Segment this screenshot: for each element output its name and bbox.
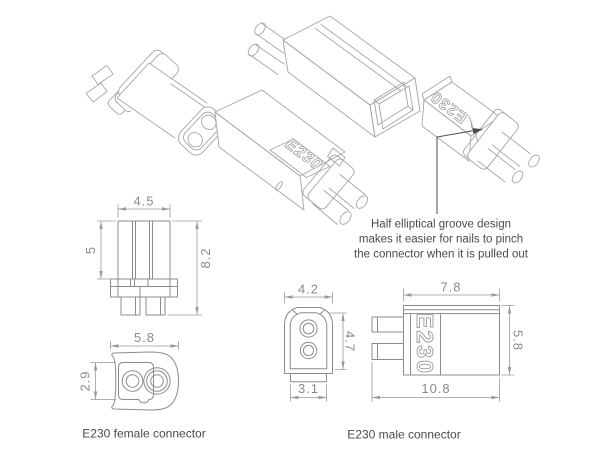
iso-male-flange-front: [307, 158, 355, 210]
male-connector-caption: E230 male connector: [347, 428, 460, 442]
female-front-socket-rim: [143, 367, 171, 395]
male-front-width-dim: 4.2: [298, 282, 319, 297]
iso-housing-pins: [247, 22, 291, 75]
female-front-inner-wall: [118, 362, 154, 404]
male-side-pins: [371, 316, 404, 360]
female-socket-right-outer: [146, 370, 168, 392]
male-side-body: [403, 305, 500, 376]
female-front-dimensions: 5.8 2.9: [78, 330, 179, 400]
male-front-dimensions: 4.2 4.7 3.1: [284, 282, 358, 402]
annotation-leader-line: [436, 130, 474, 214]
male-tongue-width-dim: 3.1: [298, 381, 319, 396]
female-side-pins: [120, 296, 166, 316]
male-front-view: 4.2 4.7 3.1: [284, 282, 358, 402]
female-front-outline: [111, 351, 179, 411]
female-front-width-dim: 5.8: [134, 330, 155, 345]
iso-housing-grooves: [315, 24, 407, 91]
female-side-view: 4.5 5 8.2: [83, 194, 213, 316]
annotation-line-3: the connector when it is pulled out: [354, 249, 529, 261]
female-body-height-dim: 5: [83, 246, 98, 254]
male-pin-top-inner: [302, 322, 315, 335]
annotation-arrowhead-icon: [472, 128, 483, 134]
male-pin-bottom-inner: [302, 344, 315, 357]
iso-housing-opening: [369, 77, 421, 138]
iso-male-body-fill: [215, 90, 348, 214]
iso-grooved-front-face: [421, 99, 472, 162]
female-side-extension-lines: [97, 204, 202, 316]
female-socket-left-inner: [125, 374, 140, 388]
male-side-width-dim: 7.8: [440, 280, 461, 295]
female-socket-right-inner: [150, 374, 164, 388]
iso-male-flange-tab: [327, 147, 346, 167]
iso-female-socket-hole: [201, 114, 217, 130]
male-side-grooves-and-band: [403, 309, 500, 375]
male-side-total-width-dim: 10.8: [421, 381, 450, 396]
annotation-line-1: Half elliptical groove design: [371, 219, 511, 231]
female-side-collar: [110, 278, 178, 298]
female-socket-left-outer: [121, 370, 144, 392]
iso-female-socket-hole: [187, 132, 203, 148]
male-front-chamfer-lines: [292, 309, 325, 315]
female-total-height-dim: 8.2: [198, 247, 213, 268]
male-front-tongue: [290, 373, 327, 383]
iso-male-label-panel: [269, 138, 331, 178]
iso-grooved-pins: [477, 131, 540, 184]
female-side-body: [117, 220, 171, 280]
female-width-dim: 4.5: [133, 194, 154, 209]
iso-grooved-end-face: [421, 75, 453, 101]
male-front-height-dim: 4.7: [343, 331, 358, 352]
groove-annotation: Half elliptical groove design makes it e…: [354, 128, 529, 261]
annotation-line-2: makes it easier for nails to pinch: [359, 234, 523, 246]
male-front-inner-wall: [289, 312, 328, 370]
male-side-dimensions: 7.8 5.8 10.8: [371, 280, 526, 402]
iso-male-front-face: [214, 111, 305, 211]
male-side-body-label: E230: [412, 313, 438, 375]
iso-grooved-connector: E230: [421, 75, 540, 184]
male-front-outline: [284, 307, 333, 374]
iso-housing-connector: [247, 15, 421, 138]
male-side-view: E230 7.8 5.8 10.8: [371, 280, 526, 402]
iso-female-connector: [85, 49, 230, 159]
female-front-height-dim: 2.9: [78, 370, 93, 391]
female-side-dimensions: 4.5 5 8.2: [83, 194, 213, 316]
male-pin-top-outer: [299, 319, 318, 338]
iso-female-tabs: [85, 65, 114, 103]
female-connector-caption: E230 female connector: [82, 427, 205, 441]
iso-male-pins: [312, 174, 369, 225]
iso-female-body-edges: [116, 62, 230, 139]
iso-male-side-slot: [275, 181, 283, 191]
iso-housing-body-fill: [283, 16, 420, 137]
female-front-view: 5.8 2.9: [78, 330, 179, 411]
iso-grooved-flange-front: [467, 112, 519, 170]
iso-male-connector: E230: [214, 89, 369, 225]
male-side-height-dim: 5.8: [511, 330, 526, 351]
male-pin-bottom-outer: [299, 341, 318, 360]
